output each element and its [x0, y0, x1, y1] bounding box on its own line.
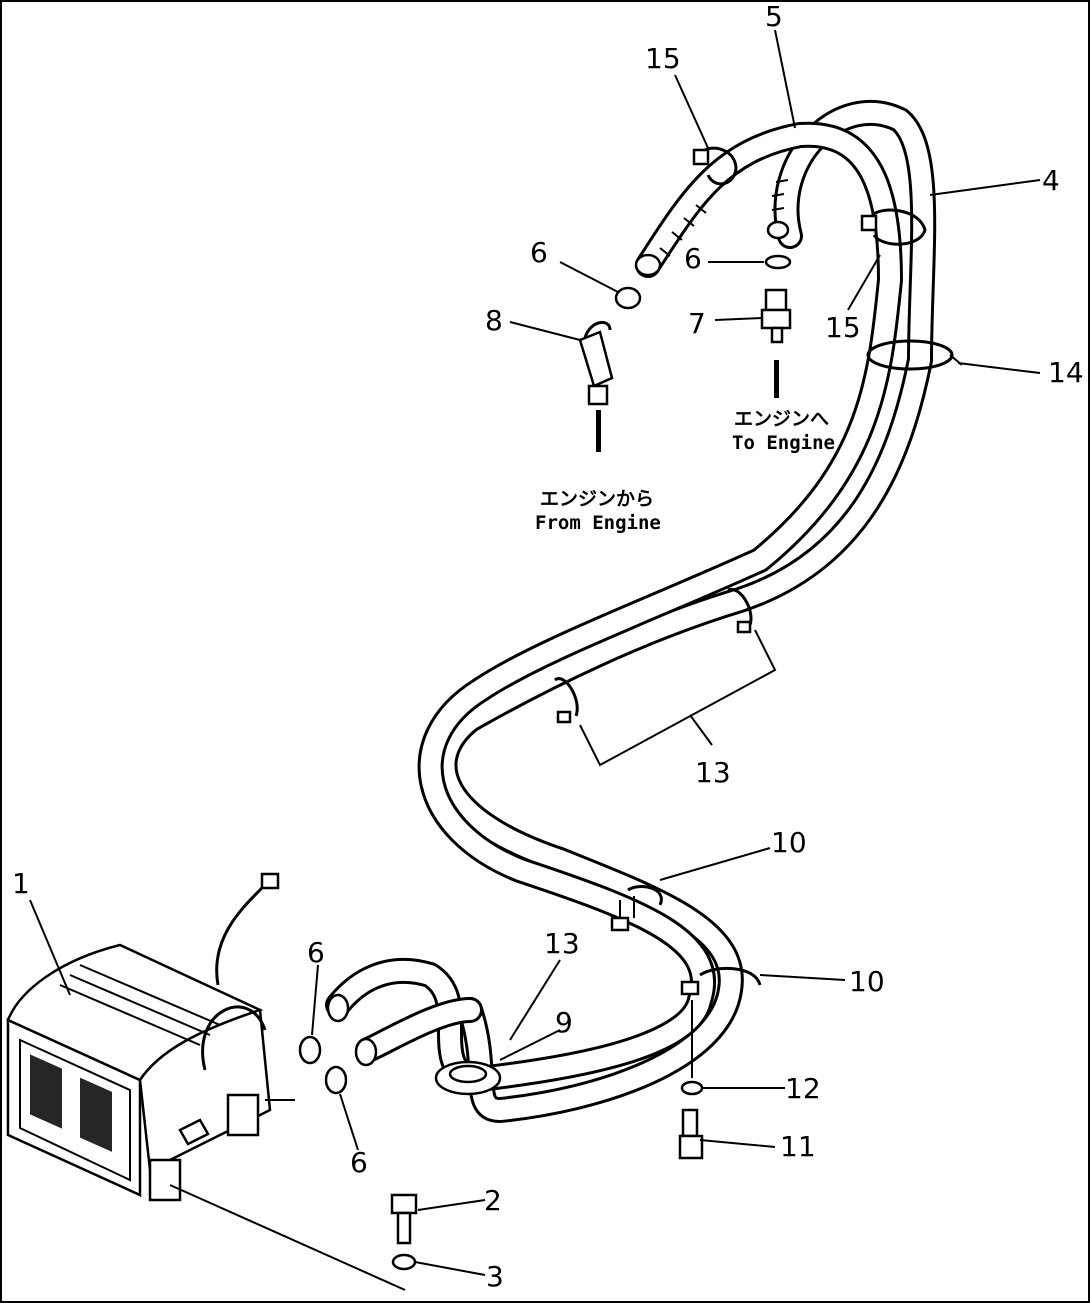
callout-1: 1	[12, 867, 30, 900]
heater-unit	[6, 872, 280, 1202]
callout-8: 8	[485, 304, 503, 337]
clamp-6-heater	[298, 1035, 348, 1095]
washer-3	[391, 1253, 417, 1271]
callout-9: 9	[555, 1006, 573, 1039]
fitting-7	[760, 288, 792, 398]
callout-6-heater-lower: 6	[350, 1146, 368, 1179]
callout-15-top: 15	[645, 42, 681, 75]
hose-4	[431, 100, 937, 1123]
clamp-13-upper-a	[727, 587, 753, 634]
callout-3: 3	[486, 1260, 504, 1293]
clamp-10-b	[680, 966, 762, 996]
callout-12: 12	[785, 1072, 821, 1105]
fitting-8	[578, 321, 614, 452]
clamp-9	[434, 1060, 502, 1096]
clamp-6-top	[614, 254, 792, 310]
leader-lines	[29, 29, 1041, 1276]
clamp-10-a	[610, 885, 663, 932]
bracket-13-upper	[579, 629, 777, 767]
callout-10-upper: 10	[771, 826, 807, 859]
callout-2: 2	[484, 1184, 502, 1217]
clamp-15-right	[860, 208, 927, 246]
bolt-2	[390, 1193, 418, 1245]
hose-ends	[326, 220, 790, 1067]
callout-13-lower: 13	[544, 927, 580, 960]
callout-6-top-right: 6	[684, 242, 702, 275]
clamp-15-top	[692, 146, 738, 186]
callout-11: 11	[780, 1130, 816, 1163]
hose-ribs	[659, 179, 789, 257]
note-from-engine-en: From Engine	[535, 512, 661, 534]
note-to-engine-en: To Engine	[732, 432, 835, 454]
clamp-13-upper-b	[554, 677, 579, 724]
callout-14: 14	[1048, 356, 1084, 389]
callout-7: 7	[688, 307, 706, 340]
callout-15-right: 15	[825, 311, 861, 344]
callout-10-lower: 10	[849, 965, 885, 998]
hose-5	[325, 121, 903, 1093]
callout-4: 4	[1042, 164, 1060, 197]
note-to-engine-jp: エンジンへ	[734, 408, 829, 430]
callout-5: 5	[765, 0, 783, 33]
note-from-engine-jp: エンジンから	[540, 488, 654, 510]
callout-6-heater-upper: 6	[307, 936, 325, 969]
callout-13-upper: 13	[695, 756, 731, 789]
bolt-11	[678, 1108, 704, 1160]
heater-mount-lines	[169, 1099, 406, 1291]
callout-6-top-left: 6	[530, 236, 548, 269]
